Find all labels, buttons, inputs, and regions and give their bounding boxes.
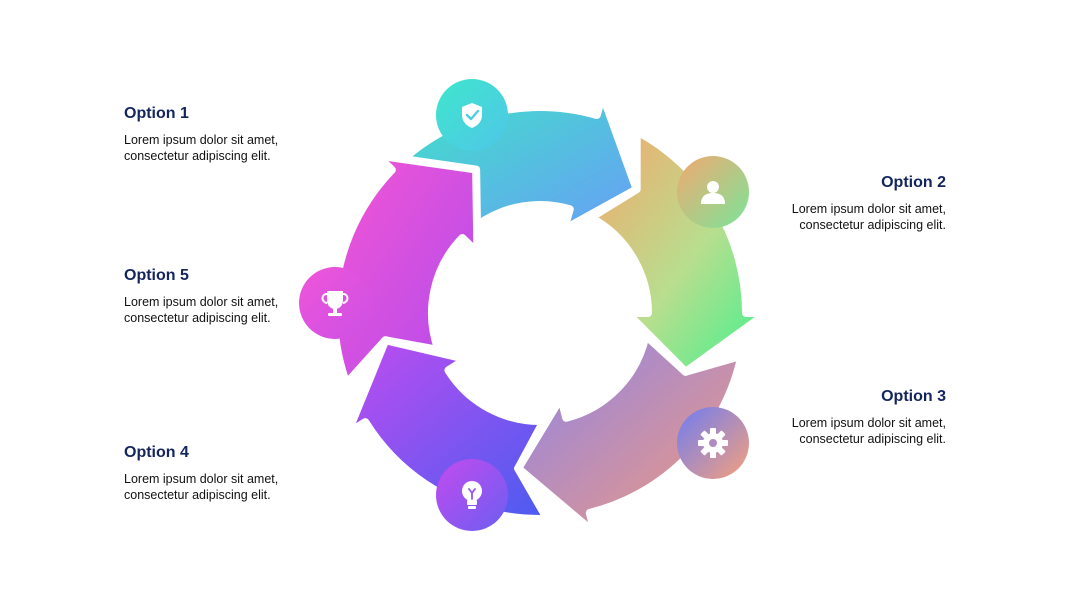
option-5-text: Lorem ipsum dolor sit amet, consectetur … [124, 295, 279, 325]
option-4-block: Option 4 Lorem ipsum dolor sit amet, con… [124, 443, 384, 503]
option-3-text: Lorem ipsum dolor sit amet, consectetur … [791, 416, 946, 446]
lightbulb-icon [436, 459, 508, 531]
trophy-icon [299, 267, 371, 339]
shield-check-icon [436, 79, 508, 151]
option-4-text: Lorem ipsum dolor sit amet, consectetur … [124, 472, 279, 502]
option-4-title: Option 4 [124, 444, 189, 461]
option-1-block: Option 1 Lorem ipsum dolor sit amet, con… [124, 104, 384, 164]
option-2-block: Option 2 Lorem ipsum dolor sit amet, con… [686, 173, 946, 233]
option-5-title: Option 5 [124, 267, 189, 284]
option-5-block: Option 5 Lorem ipsum dolor sit amet, con… [124, 266, 384, 326]
option-2-title: Option 2 [881, 174, 946, 191]
option-3-block: Option 3 Lorem ipsum dolor sit amet, con… [686, 387, 946, 447]
option-2-text: Lorem ipsum dolor sit amet, consectetur … [791, 202, 946, 232]
gear-icon [677, 407, 749, 479]
option-1-text: Lorem ipsum dolor sit amet, consectetur … [124, 133, 279, 163]
user-icon [677, 156, 749, 228]
option-3-title: Option 3 [881, 388, 946, 405]
option-1-title: Option 1 [124, 105, 189, 122]
